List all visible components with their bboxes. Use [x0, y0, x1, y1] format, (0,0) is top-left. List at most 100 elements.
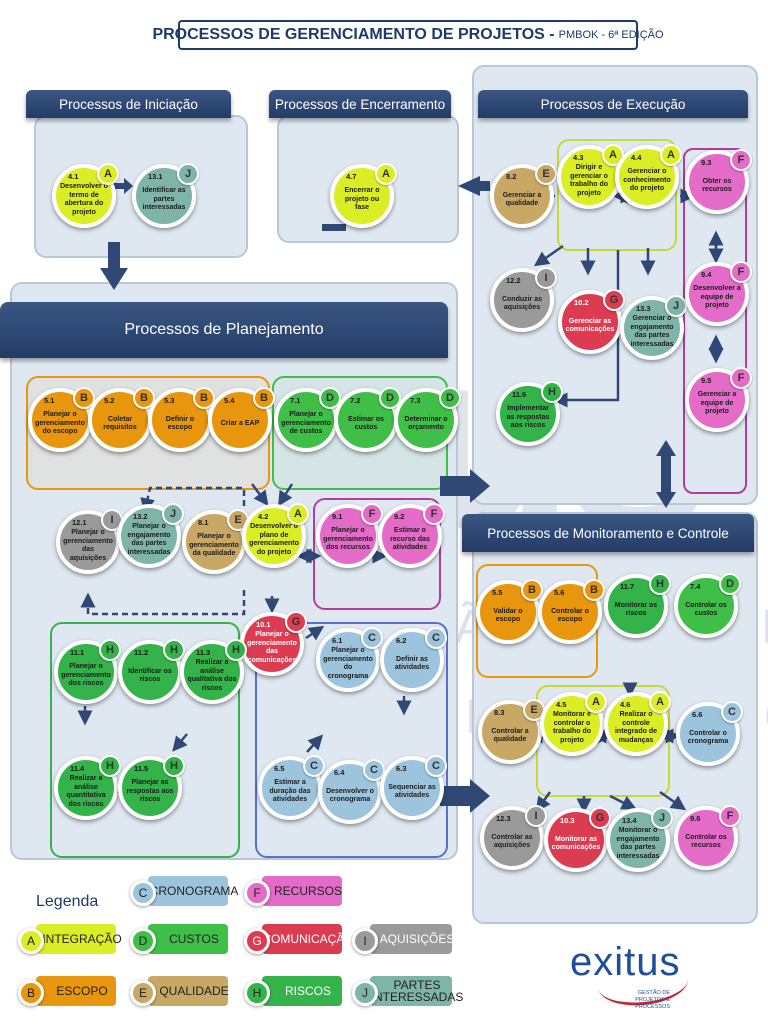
- process-label: Planejar o gerenciamento de custos: [281, 411, 331, 436]
- area-badge: A: [287, 503, 309, 525]
- area-badge: I: [535, 267, 557, 289]
- process-label: Validar o escopo: [493, 607, 523, 624]
- process-number: 4.4: [631, 153, 642, 162]
- process-label: Controlar o escopo: [551, 607, 589, 624]
- area-badge: G: [603, 289, 625, 311]
- process-number: 9.6: [690, 814, 701, 823]
- area-badge: C: [303, 755, 325, 777]
- area-badge: J: [665, 295, 687, 317]
- process-number: 9.2: [394, 512, 405, 521]
- process-label: Obter os recursos: [702, 177, 732, 194]
- area-badge: D: [439, 387, 461, 409]
- legend-pill-e: QUALIDADE: [148, 976, 229, 1006]
- area-badge: F: [423, 503, 445, 525]
- process-number: 10.3: [560, 816, 575, 825]
- process-label: Realizar a análise qualitativa dos risco…: [187, 659, 237, 692]
- process-number: 6.6: [692, 710, 703, 719]
- process-number: 6.5: [274, 764, 285, 773]
- group-cronograma-plan: [255, 622, 448, 858]
- process-label: Dirigir e gerenciar o trabalho do projet…: [569, 164, 609, 197]
- process-label: Monitorar as comunicações: [551, 835, 601, 852]
- process-label: Desenvolver o termo de abertura do proje…: [60, 183, 108, 216]
- process-number: 8.2: [506, 172, 517, 181]
- legend-badge-e: E: [130, 980, 156, 1006]
- banner-planejamento: Processos de Planejamento: [0, 302, 448, 358]
- process-number: 8.3: [494, 708, 505, 717]
- process-label: Realizar o controle integrado de mudança…: [614, 711, 657, 744]
- area-badge: A: [375, 163, 397, 185]
- area-badge: E: [535, 163, 557, 185]
- area-badge: J: [162, 503, 184, 525]
- process-label: Identificar os riscos: [128, 667, 172, 684]
- legend-pill-d: CUSTOS: [148, 924, 228, 954]
- process-number: 8.1: [198, 518, 209, 527]
- process-label: Controlar os recursos: [685, 833, 727, 850]
- process-number: 10.2: [574, 298, 589, 307]
- area-badge: A: [97, 163, 119, 185]
- process-number: 5.6: [554, 588, 565, 597]
- area-badge: B: [133, 387, 155, 409]
- legend-badge-b: B: [18, 980, 44, 1006]
- area-badge: J: [651, 807, 673, 829]
- process-number: 4.3: [573, 153, 584, 162]
- process-number: 4.5: [556, 700, 567, 709]
- process-label: Determinar o orçamento: [404, 415, 448, 432]
- process-label: Planejar o engajamento das partes intere…: [127, 523, 171, 556]
- area-badge: H: [225, 639, 247, 661]
- process-label: Desenvolver o plano de gerenciamento do …: [249, 523, 299, 556]
- legend-title: Legenda: [36, 893, 99, 910]
- process-number: 6.2: [396, 636, 407, 645]
- process-number: 11.4: [70, 764, 85, 773]
- area-badge: A: [649, 691, 671, 713]
- banner-iniciacao: Processos de Iniciação: [26, 90, 231, 118]
- process-number: 4.7: [346, 172, 357, 181]
- legend-pill-c: CRONOGRAMA: [148, 876, 238, 906]
- banner-monitoramento: Processos de Monitoramento e Controle: [462, 514, 754, 552]
- process-number: 12.2: [506, 276, 521, 285]
- process-label: Planejar o gerenciamento do cronograma: [323, 647, 373, 680]
- process-number: 5.1: [44, 396, 55, 405]
- process-number: 13.3: [636, 304, 651, 313]
- area-badge: A: [660, 144, 682, 166]
- process-number: 9.3: [701, 158, 712, 167]
- process-number: 9.5: [701, 376, 712, 385]
- area-badge: B: [521, 579, 543, 601]
- process-label: Criar a EAP: [220, 419, 260, 427]
- process-label: Desenvolver o cronograma: [326, 787, 374, 804]
- legend-badge-i: I: [352, 928, 378, 954]
- legend-pill-h: RISCOS: [262, 976, 342, 1006]
- process-number: 6.4: [334, 768, 345, 777]
- process-label: Encerrar o projeto ou fase: [344, 187, 380, 212]
- area-badge: I: [525, 805, 547, 827]
- area-badge: C: [425, 627, 447, 649]
- process-label: Conduzir as aquisições: [501, 295, 543, 312]
- process-label: Estimar o recurso das atividades: [390, 527, 430, 552]
- process-number: 11.7: [620, 582, 635, 591]
